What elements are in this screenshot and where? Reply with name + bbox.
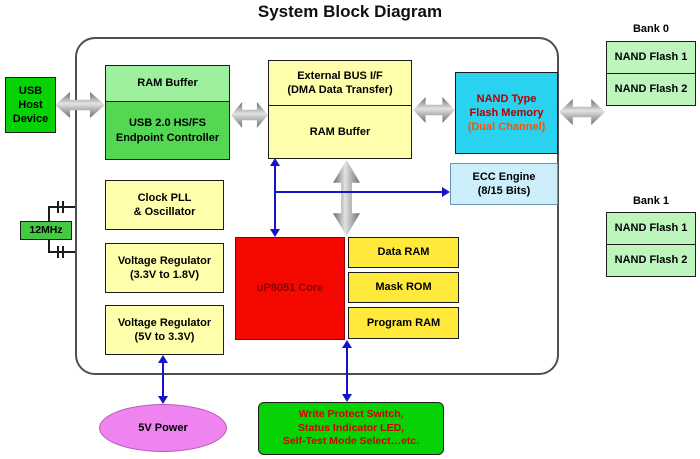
block-label-line: RAM Buffer — [137, 77, 198, 90]
bus-arrow-nand-to-banks — [559, 99, 605, 125]
block-label-line: Status Indicator LED, — [297, 421, 405, 434]
block-bank0-nand-flash-2: NAND Flash 2 — [606, 73, 696, 106]
block-label-line: (5V to 3.3V) — [134, 331, 195, 343]
block-label-line: Device — [12, 113, 49, 126]
block-label-line: USB 2.0 HS/FS — [128, 117, 207, 130]
block-label-line: Endpoint Controller — [115, 131, 220, 144]
block-voltage-regulator-1v8: Voltage Regulator (3.3V to 1.8V) — [105, 243, 224, 293]
block-label-line: uP8051 Core — [256, 282, 324, 295]
capacitor-tick — [57, 246, 59, 258]
wire-core-to-io — [346, 347, 348, 396]
block-io-functions: Write Protect Switch, Status Indicator L… — [258, 402, 444, 455]
arrowhead-to-rambuffer — [270, 158, 280, 166]
block-bank0-nand-flash-1: NAND Flash 1 — [606, 41, 696, 74]
diagram-title: System Block Diagram — [257, 2, 443, 21]
block-5v-power: 5V Power — [99, 404, 227, 452]
block-program-ram: Program RAM — [348, 307, 459, 339]
block-data-ram: Data RAM — [348, 237, 459, 268]
block-label-line: 5V Power — [138, 421, 188, 434]
arrowhead-to-core — [270, 229, 280, 237]
arrowhead-to-ecc — [442, 187, 450, 197]
block-label-line: Voltage Regulator — [117, 316, 212, 329]
crystal-wire-bottom — [48, 251, 75, 253]
capacitor-tick — [57, 201, 59, 213]
block-label-line: Write Protect Switch, — [298, 408, 404, 421]
block-label-line: Voltage Regulator — [117, 254, 212, 267]
bank1-label: Bank 1 — [632, 195, 670, 207]
block-label-line: Program RAM — [366, 316, 441, 329]
block-label-line: Data RAM — [377, 246, 430, 259]
block-bank1-nand-flash-2: NAND Flash 2 — [606, 244, 696, 277]
block-label-line: Host — [18, 98, 43, 111]
block-label-line: NAND Type — [476, 92, 537, 105]
block-label-line: ECC Engine — [472, 170, 536, 183]
block-external-bus-group: External BUS I/F (DMA Data Transfer) RAM… — [268, 60, 412, 159]
bank0-label: Bank 0 — [632, 23, 670, 35]
block-usb-controller-group: RAM Buffer USB 2.0 HS/FS Endpoint Contro… — [105, 65, 230, 160]
block-clock-pll: Clock PLL & Oscillator — [105, 180, 224, 230]
block-ecc-engine: ECC Engine (8/15 Bits) — [450, 163, 558, 205]
block-label-line: NAND Flash 1 — [614, 222, 688, 235]
block-label-line: 12MHz — [29, 223, 63, 236]
block-ram-buffer-mid: RAM Buffer — [269, 105, 411, 158]
arrowhead-to-core-bottom — [342, 340, 352, 348]
block-endpoint-controller: USB 2.0 HS/FS Endpoint Controller — [106, 101, 229, 159]
block-label-line: RAM Buffer — [309, 125, 371, 138]
arrowhead-to-power — [158, 396, 168, 404]
wire-busif-to-core — [274, 165, 276, 230]
arrowhead-to-io-box — [342, 394, 352, 402]
arrowhead-to-regulator — [158, 355, 168, 363]
crystal-wire-top — [48, 206, 75, 208]
wire-power-to-regulator — [162, 362, 164, 399]
block-usb-host-device: USB Host Device — [5, 77, 56, 133]
block-label-line: External BUS I/F — [297, 69, 383, 82]
capacitor-tick — [62, 201, 64, 213]
block-label-line: USB — [18, 84, 43, 97]
wire-to-ecc-engine — [275, 191, 443, 193]
block-label-line: NAND Flash 2 — [614, 254, 688, 267]
block-mask-rom: Mask ROM — [348, 272, 459, 303]
block-label-line: NAND Flash 1 — [614, 51, 688, 64]
block-label-line: NAND Flash 2 — [614, 83, 688, 96]
block-label-line: Mask ROM — [375, 281, 432, 294]
block-nand-flash-memory: NAND Type Flash Memory (Dual Channel) — [455, 72, 558, 154]
block-label-line: (8/15 Bits) — [477, 185, 531, 197]
block-label-line: Flash Memory — [469, 106, 544, 119]
block-external-bus-if: External BUS I/F (DMA Data Transfer) — [269, 61, 411, 106]
block-label-line: (DMA Data Transfer) — [287, 84, 393, 97]
block-up8051-core: uP8051 Core — [235, 237, 345, 340]
block-ram-buffer-usb: RAM Buffer — [106, 66, 229, 102]
block-bank1-nand-flash-1: NAND Flash 1 — [606, 212, 696, 245]
block-label-line: (3.3V to 1.8V) — [129, 269, 200, 281]
block-voltage-regulator-3v3: Voltage Regulator (5V to 3.3V) — [105, 305, 224, 355]
block-crystal-12mhz: 12MHz — [20, 221, 72, 240]
block-label-line: Clock PLL — [137, 191, 192, 204]
capacitor-tick — [62, 246, 64, 258]
block-label-line: & Oscillator — [133, 206, 196, 218]
block-label-line: Self-Test Mode Select…etc. — [282, 435, 420, 448]
block-label-line: (Dual Channel) — [467, 121, 546, 134]
